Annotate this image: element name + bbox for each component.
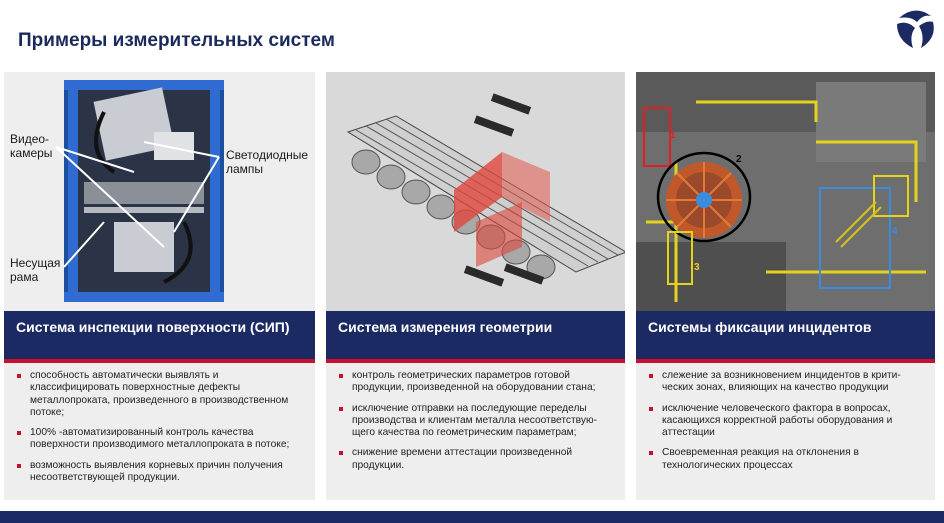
list-item: слежение за возникновением инцидентов в … [648,370,925,395]
panel-surface-inspection: Видео- камеры Светодиодные лампы Несущая… [4,72,315,500]
surface-inspection-photo [4,72,315,311]
label-support-frame: Несущая рама [10,256,61,284]
red-divider [326,359,625,363]
list-item: возможность выявления корневых причин по… [16,460,305,485]
zone-label-3: 3 [694,262,700,273]
panel-heading: Системы фиксации инцидентов [636,311,935,359]
list-item: контроль геометрических параметров готов… [338,370,615,395]
panel-heading: Система инспекции поверхности (СИП) [4,311,315,359]
panel-heading: Система измерения геометрии [326,311,625,359]
geometry-measurement-diagram [326,72,625,311]
bullet-list: способность автоматически выявлять и кла… [4,370,315,492]
list-item: 100% -автоматизированный контроль качест… [16,427,305,452]
red-divider [4,359,315,363]
incident-tracking-photo [636,72,935,311]
zone-label-4: 4 [892,226,898,237]
panel-geometry-measurement: Система измерения геометрии контроль гео… [326,72,625,500]
list-item: исключение отправки на последующие перед… [338,403,615,440]
bullet-list: слежение за возникновением инцидентов в … [636,370,935,480]
panel-incident-tracking: 1 2 3 4 Системы фиксации инцидентов слеж… [636,72,935,500]
footer-bar [0,511,944,523]
list-item: Своевременная реакция на отклонения в те… [648,447,925,472]
red-divider [636,359,935,363]
zone-label-2: 2 [736,154,742,165]
list-item: исключение человеческого фактора в вопро… [648,403,925,440]
bullet-list: контроль геометрических параметров готов… [326,370,625,480]
page-title: Примеры измерительных систем [18,30,335,51]
company-logo-icon [897,10,934,48]
zone-label-1: 1 [670,130,676,141]
list-item: способность автоматически выявлять и кла… [16,370,305,419]
list-item: снижение времени аттестации произведенно… [338,447,615,472]
label-led-lamps: Светодиодные лампы [226,148,308,176]
label-video-cameras: Видео- камеры [10,132,53,160]
